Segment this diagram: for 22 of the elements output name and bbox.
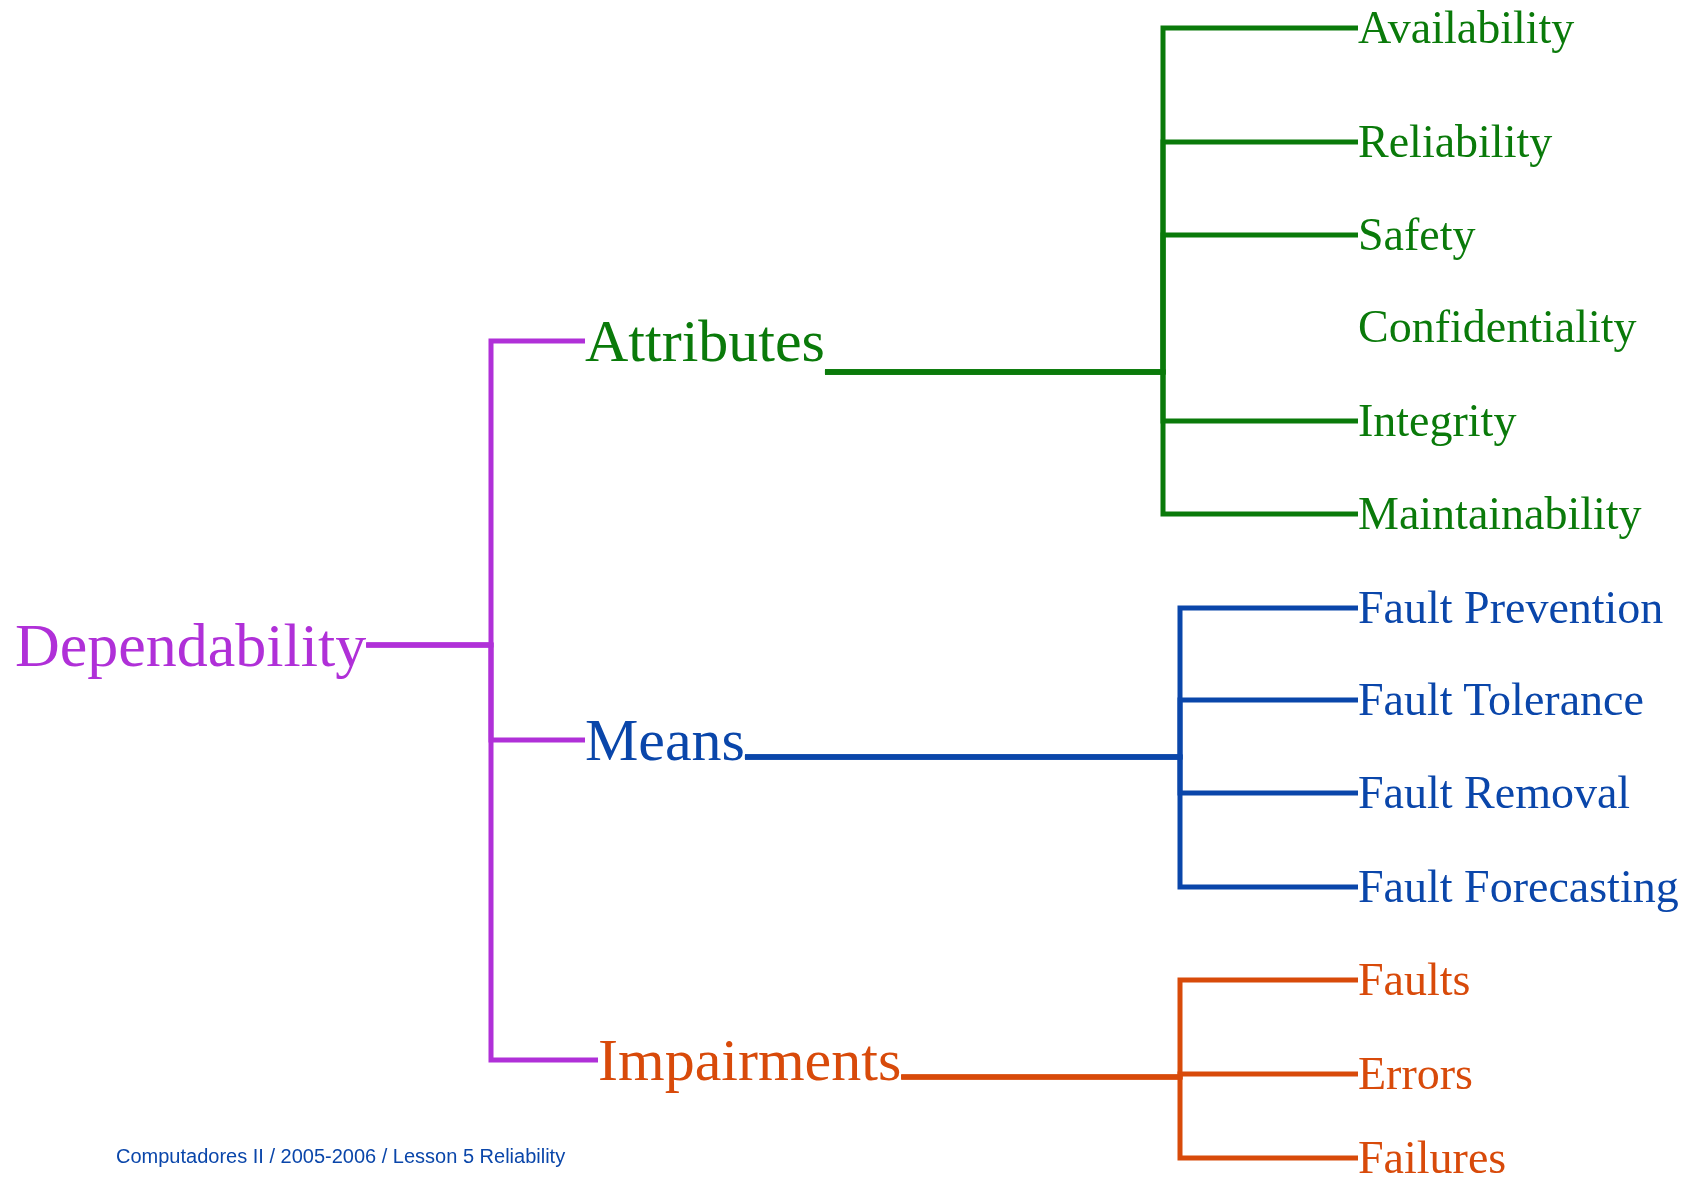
subcategory-term: Confidentiality (1358, 301, 1637, 353)
subcategory-term: Maintainability (1358, 488, 1642, 540)
tree-connector (744, 754, 1358, 890)
category-term: Means (585, 707, 745, 773)
tree-connector (901, 1074, 1358, 1161)
subcategory-term: Reliability (1358, 116, 1553, 168)
category-term: Attributes (585, 308, 825, 374)
root-term: Dependability (15, 610, 367, 680)
subcategory-term: Fault Forecasting (1358, 861, 1679, 913)
tree-connector (366, 642, 598, 1063)
subcategory-term: Integrity (1358, 395, 1517, 447)
category-term: Impairments (598, 1027, 902, 1093)
tree-connector (825, 369, 1358, 517)
subcategory-term: Errors (1358, 1048, 1473, 1100)
subcategory-term: Fault Prevention (1358, 582, 1664, 634)
subcategory-term: Availability (1358, 2, 1575, 54)
subcategory-term: Fault Tolerance (1358, 674, 1644, 726)
subcategory-term: Fault Removal (1358, 767, 1631, 819)
subcategory-term: Failures (1358, 1132, 1507, 1184)
subcategory-term: Faults (1358, 954, 1471, 1006)
subcategory-term: Safety (1358, 209, 1476, 261)
footer-text: Computadores II / 2005-2006 / Lesson 5 Reliability (116, 1145, 566, 1167)
